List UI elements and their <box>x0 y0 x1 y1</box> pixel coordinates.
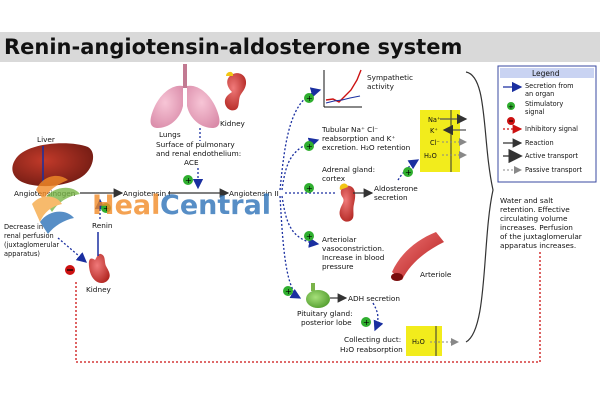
adrenal-line1: Adrenal gland: <box>322 165 375 174</box>
svg-text:+: + <box>306 232 313 241</box>
result-brace <box>465 71 494 343</box>
decrease-note-line2: renal perfusion <box>4 232 54 240</box>
result-line5: of the juxtaglomerular <box>500 232 582 241</box>
legend-secretion-line1: Secretion from <box>525 82 574 90</box>
ion-k-label: K⁺ <box>430 127 438 135</box>
svg-text:+: + <box>405 168 412 177</box>
kidney-top-label: Kidney <box>220 119 246 128</box>
decrease-note-line4: apparatus) <box>4 250 40 258</box>
sympathetic-line2: activity <box>367 82 395 91</box>
svg-text:+: + <box>306 94 313 103</box>
arteriolar-line3: Increase in blood <box>322 253 384 262</box>
healcentral-watermark: Heal Central <box>32 175 271 234</box>
pituitary-line1: Pituitary gland: <box>297 309 353 318</box>
kidney-bottom-label: Kidney <box>86 285 112 294</box>
adh-label: ADH secretion <box>348 294 400 303</box>
kidney-bottom-organ <box>88 232 110 284</box>
aldosterone-line1: Aldosterone <box>374 184 418 193</box>
arteriole-organ <box>391 232 444 281</box>
svg-text:+: + <box>285 287 292 296</box>
angiotensin-i-label: Angiotensin I <box>123 189 171 198</box>
svg-text:+: + <box>103 204 110 213</box>
stimulatory-signal-dots: + + + + + + + + + <box>101 93 413 327</box>
pituitary-organ <box>306 283 330 308</box>
tubular-line1: Tubular Na⁺ Cl⁻ <box>321 125 378 134</box>
legend-stimulatory-line1: Stimulatory <box>525 100 563 108</box>
result-line3: circulating volume <box>500 214 568 223</box>
liver-label: Liver <box>37 135 55 144</box>
arteriolar-line1: Arteriolar <box>322 235 356 244</box>
legend: Legend Secretion from an organ + Stimula… <box>497 65 597 183</box>
angiotensin-ii-effect-arrows <box>279 87 336 299</box>
svg-text:+: + <box>306 184 313 193</box>
legend-reaction: Reaction <box>525 139 554 147</box>
adrenal-gland-organ <box>339 183 356 222</box>
result-line6: apparatus increases. <box>500 241 576 250</box>
arteriole-label: Arteriole <box>420 270 452 279</box>
aldosterone-line2: secretion <box>374 193 408 202</box>
sympathetic-activity-graph <box>323 69 362 108</box>
svg-text:+: + <box>306 142 313 151</box>
tubular-line2: reabsorption and K⁺ <box>322 134 395 143</box>
legend-passive: Passive transport <box>525 166 582 174</box>
lungs-label: Lungs <box>159 130 181 139</box>
tubular-ion-box <box>420 110 460 172</box>
svg-text:+: + <box>363 318 370 327</box>
watermark-logo-icon <box>32 175 80 234</box>
svg-text:+: + <box>508 103 514 111</box>
collecting-line1: Collecting duct: <box>344 335 401 344</box>
result-line1: Water and salt <box>500 196 553 205</box>
page-title: Renin-angiotensin-aldosterone system <box>4 35 463 59</box>
legend-secretion-line2: an organ <box>525 90 554 98</box>
arteriolar-line2: vasoconstriction. <box>322 244 384 253</box>
result-line4: increases. Perfusion <box>500 223 573 232</box>
legend-active: Active transport <box>525 152 578 160</box>
sympathetic-line1: Sympathetic <box>367 73 413 82</box>
watermark-central: Central <box>160 190 271 221</box>
liver-organ <box>12 143 94 187</box>
decrease-note-line1: Decrease in <box>4 223 43 231</box>
inhibitory-signal-dot <box>65 265 75 275</box>
watermark-heal: Heal <box>92 190 160 221</box>
ion-na-label: Na⁺ <box>428 116 441 124</box>
title-bar: Renin-angiotensin-aldosterone system <box>0 32 600 62</box>
ace-note-line2: and renal endothelium: <box>156 149 241 158</box>
ion-cl-label: Cl⁻ <box>430 139 440 147</box>
adrenal-line2: cortex <box>322 174 346 183</box>
angiotensin-ii-label: Angiotensin II <box>229 189 279 198</box>
decrease-note-line3: (juxtaglomerular <box>4 241 59 249</box>
tubular-line3: excretion. H₂O retention <box>322 143 410 152</box>
renin-label: Renin <box>92 221 113 230</box>
legend-title: Legend <box>532 69 560 78</box>
legend-stimulatory-line2: signal <box>525 108 545 116</box>
ace-note-line3: ACE <box>184 158 199 167</box>
svg-text:+: + <box>185 176 192 185</box>
arteriolar-line4: pressure <box>322 262 354 271</box>
ion-h2o-label: H₂O <box>424 152 437 160</box>
result-line2: retention. Effective <box>500 205 570 214</box>
inhibitory-feedback-line <box>75 252 541 363</box>
h2o-duct-label: H₂O <box>412 338 425 346</box>
pituitary-line2: posterior lobe <box>301 318 352 327</box>
collecting-line2: H₂O reabsorption <box>340 345 403 354</box>
lungs-organ <box>150 64 220 128</box>
legend-inhibitory: Inhibitory signal <box>525 125 578 133</box>
kidney-top-organ <box>224 71 247 111</box>
ace-note-line1: Surface of pulmonary <box>156 140 235 149</box>
